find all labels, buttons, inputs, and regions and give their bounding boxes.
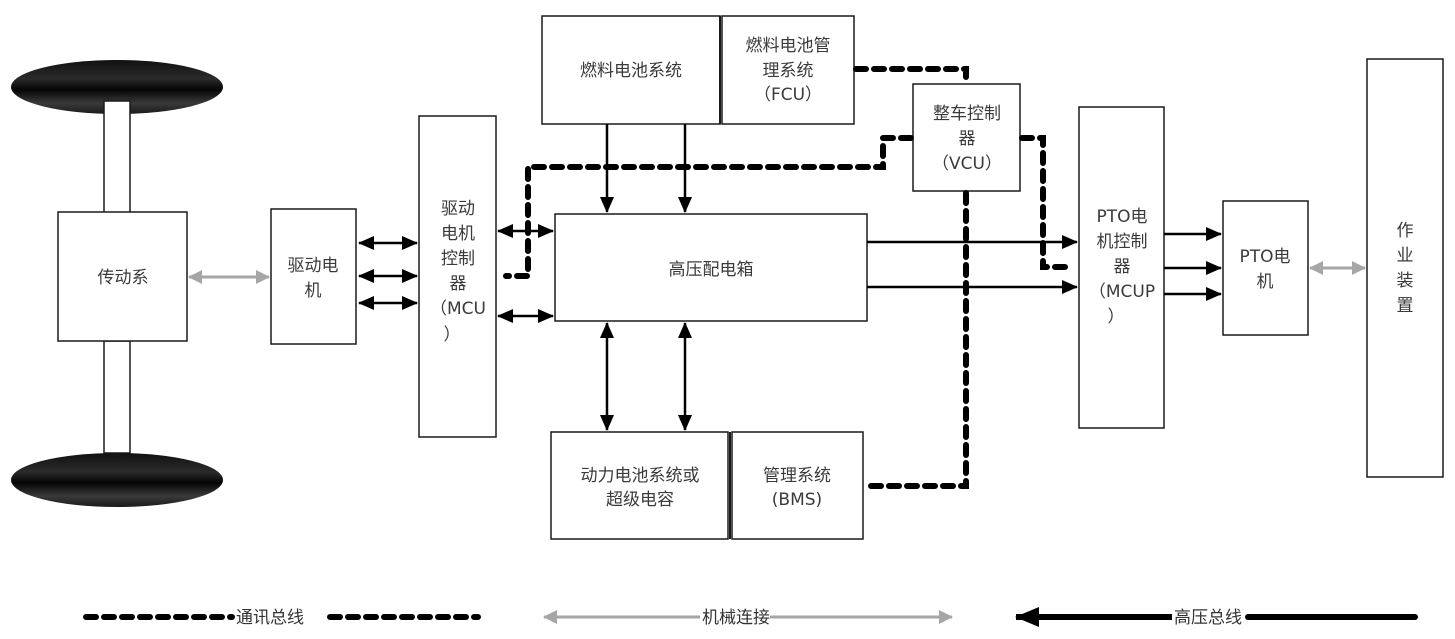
work-device-label-line1: 作 (1397, 221, 1414, 241)
mcu-label-line4: 器 (450, 274, 467, 294)
work-device-label-line4: 置 (1397, 296, 1414, 316)
mcup-label-line1: PTO电 (1096, 207, 1147, 227)
mcu-label-line1: 驱动 (441, 199, 475, 219)
mcup-label-line2: 机控制 (1097, 232, 1148, 252)
fcu-label-line1: 燃料电池管 (746, 36, 831, 56)
power-battery-label-line1: 动力电池系统或 (581, 466, 700, 486)
pto-motor-label-line2: 机 (1257, 272, 1274, 292)
node-vcu: 整车控制 器 （VCU） (912, 83, 1021, 192)
front-wheel-icon (11, 60, 223, 114)
node-transmission: 传动系 (57, 211, 188, 342)
comm-vcu-mcup (1019, 135, 1076, 270)
node-drive-motor: 驱动电 机 (270, 208, 357, 345)
lower-shaft (103, 340, 131, 454)
mcu-label-line2: 电机 (441, 224, 475, 244)
mcup-label-line5: ） (1108, 307, 1125, 327)
fcu-label-line2: 理系统 (763, 61, 814, 81)
mcu-label-line6: ） (444, 325, 461, 345)
hv-distribution-box-label: 高压配电箱 (669, 260, 754, 280)
comm-fcu-vcu (853, 66, 969, 87)
node-hv-distribution-box: 高压配电箱 (554, 213, 868, 322)
mcu-label-line5: （MCU (430, 299, 486, 319)
node-fcu: 燃料电池管 理系统 （FCU） (719, 15, 855, 125)
vehicle-axle-assembly (11, 60, 223, 507)
node-power-battery: 动力电池系统或 超级电容 (550, 431, 731, 540)
legend-mechanical: 机械连接 (543, 608, 953, 628)
mcup-label-line4: （MCUP (1089, 282, 1155, 302)
legend-comm-bus-label: 通讯总线 (236, 608, 304, 628)
work-device-label-line3: 装 (1397, 271, 1414, 291)
vcu-label-line2: 器 (959, 129, 976, 149)
comm-vcu-mcu (503, 135, 914, 279)
bms-label-line1: 管理系统 (763, 466, 831, 486)
node-work-device: 作 业 装 置 (1366, 58, 1444, 478)
legend-hv-bus: 高压总线 (1015, 607, 1418, 628)
vcu-label-line3: （VCU） (932, 154, 1002, 174)
fcu-label-line3: （FCU） (754, 85, 822, 105)
comm-vcu-bms (867, 190, 969, 489)
bms-label-line2: (BMS) (772, 490, 822, 510)
vcu-label-line1: 整车控制 (933, 104, 1001, 124)
power-battery-label-line2: 超级电容 (606, 490, 674, 510)
node-mcu: 驱动 电机 控制 器 （MCU ） (418, 115, 497, 438)
drive-motor-label-line2: 机 (305, 281, 322, 301)
rear-wheel-icon (11, 453, 223, 507)
drive-motor-label-line1: 驱动电 (288, 256, 339, 276)
node-bms: 管理系统 (BMS) (731, 431, 864, 540)
legend-comm-bus: 通讯总线 (83, 608, 481, 628)
node-mcup: PTO电 机控制 器 （MCUP ） (1078, 106, 1165, 429)
pto-motor-label-line1: PTO电 (1239, 247, 1290, 267)
legend-hv-bus-label: 高压总线 (1174, 608, 1242, 628)
fuel-cell-system-label: 燃料电池系统 (580, 61, 682, 81)
node-pto-motor: PTO电 机 (1222, 200, 1309, 336)
transmission-label: 传动系 (98, 268, 149, 288)
mechanical-connections (188, 261, 1366, 284)
comm-bus-connections (503, 66, 1076, 489)
legend-mechanical-label: 机械连接 (702, 608, 770, 628)
node-fuel-cell-system: 燃料电池系统 (541, 15, 721, 125)
legend: 通讯总线 机械连接 高压总线 (83, 607, 1418, 628)
upper-shaft (103, 100, 131, 214)
work-device-label-line2: 业 (1397, 246, 1414, 266)
mcup-label-line3: 器 (1114, 257, 1131, 277)
mcu-label-line3: 控制 (441, 249, 475, 269)
